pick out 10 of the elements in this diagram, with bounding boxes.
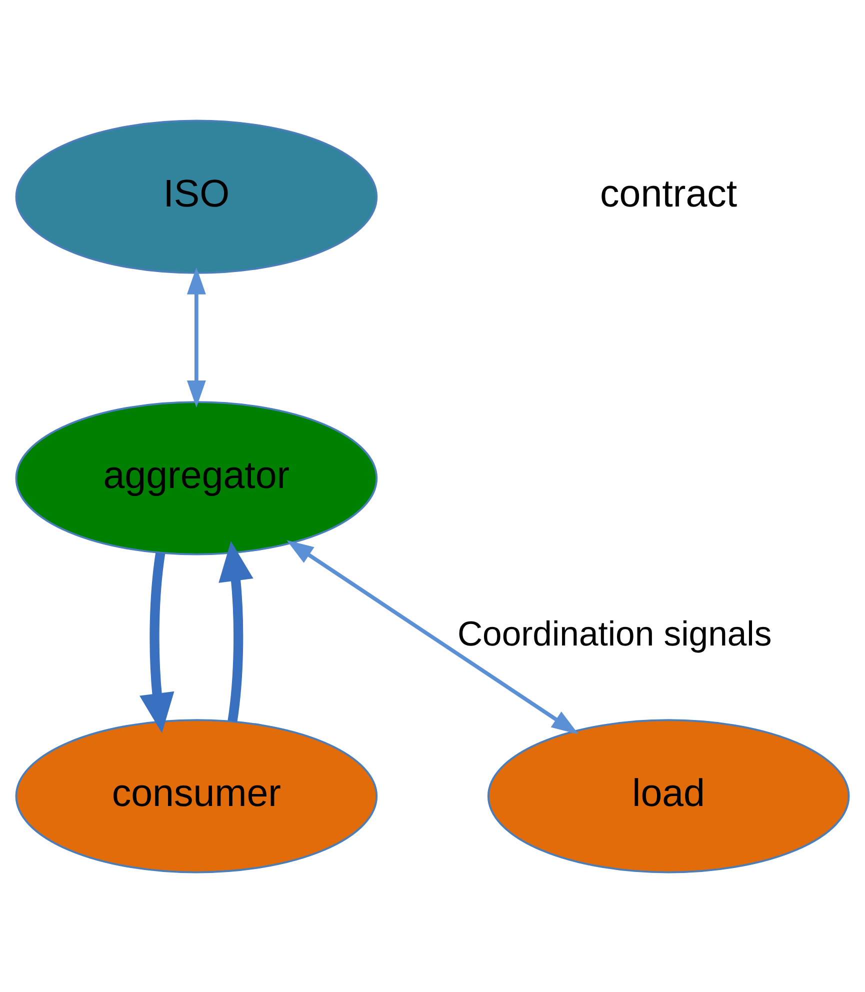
arrow xyxy=(218,540,254,722)
node-ellipse: ISO xyxy=(15,119,378,274)
node-ellipse: consumer xyxy=(15,718,378,873)
arrow xyxy=(286,540,579,734)
arrow xyxy=(186,266,206,408)
arrow xyxy=(140,552,174,733)
node-ellipse: load xyxy=(487,718,850,873)
edge-label: Coordination signals xyxy=(458,615,772,654)
node-ellipse: aggregator xyxy=(15,400,378,555)
label: contract xyxy=(600,172,738,215)
